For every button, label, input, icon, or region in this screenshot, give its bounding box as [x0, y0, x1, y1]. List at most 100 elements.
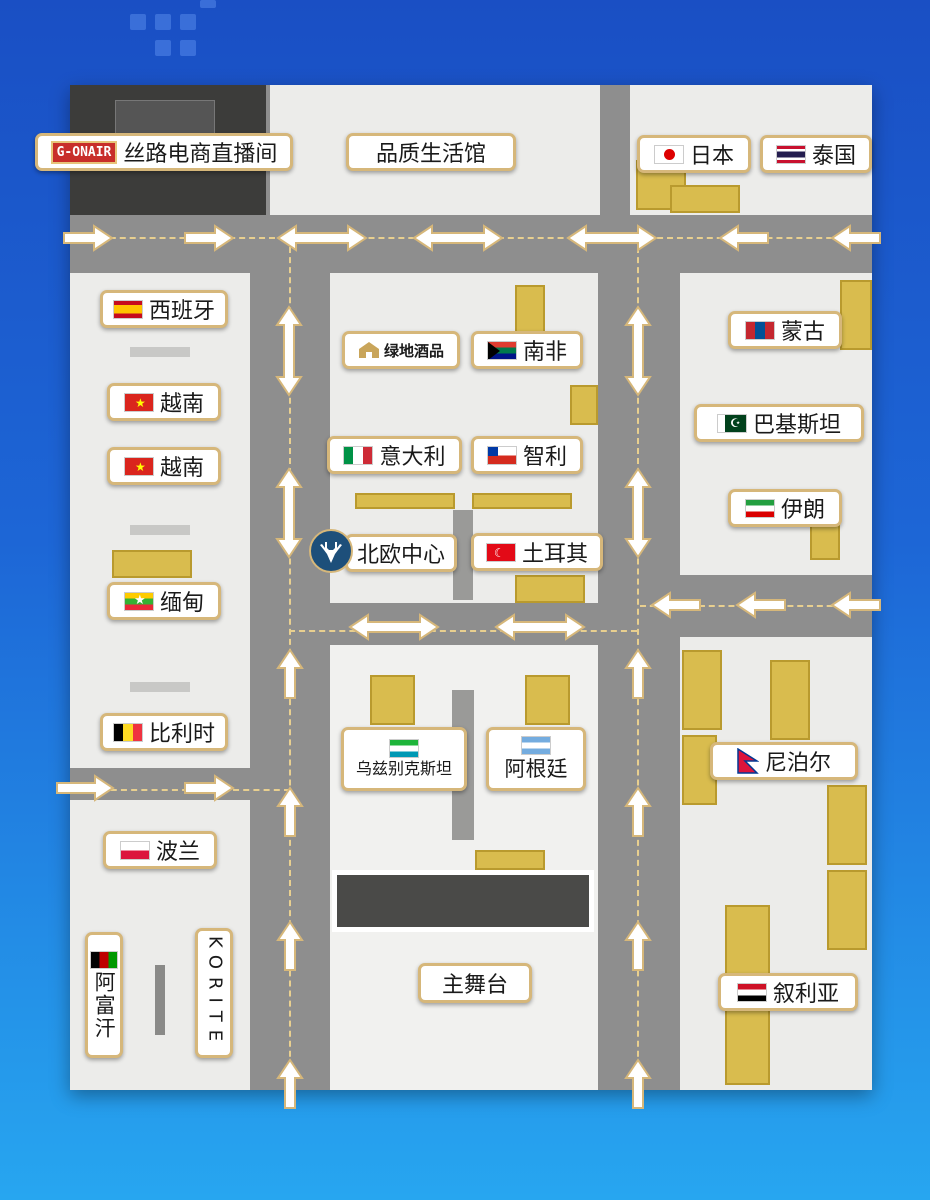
- label-text: 越南: [159, 456, 204, 481]
- label-japan[interactable]: 日本: [637, 135, 751, 173]
- label-afghanistan[interactable]: 阿富汗: [85, 932, 123, 1058]
- label-mongolia[interactable]: 蒙古: [728, 311, 842, 349]
- nepal-flag-icon: [737, 748, 759, 774]
- label-text: 阿富汗: [92, 970, 117, 1040]
- label-vietnam-1[interactable]: ★ 越南: [107, 383, 221, 421]
- bar: [130, 347, 190, 357]
- label-text: 意大利: [379, 445, 446, 470]
- house-logo-icon: [358, 342, 379, 358]
- label-lvdi-wine[interactable]: 绿地酒品: [342, 331, 460, 369]
- bar: [130, 525, 190, 535]
- deer-logo-icon: [309, 529, 353, 573]
- direction-arrow-icon: [348, 613, 440, 641]
- label-text: 主舞台: [441, 973, 508, 998]
- booth: [515, 575, 585, 603]
- label-poland[interactable]: 波兰: [103, 831, 217, 869]
- thailand-flag-icon: [775, 144, 806, 164]
- italy-flag-icon: [343, 445, 374, 465]
- label-south-africa[interactable]: 南非: [471, 331, 583, 369]
- label-text: 土耳其: [521, 542, 588, 567]
- booth: [525, 675, 570, 725]
- label-main-stage[interactable]: 主舞台: [418, 963, 532, 1003]
- south-africa-flag-icon: [486, 340, 517, 360]
- booth: [515, 285, 545, 335]
- spain-flag-icon: [112, 299, 143, 319]
- pillar: [453, 510, 473, 600]
- bar: [130, 682, 190, 692]
- label-text: 日本: [689, 144, 734, 169]
- turkey-flag-icon: ☾: [485, 542, 516, 562]
- label-korite[interactable]: KORITE: [195, 928, 233, 1058]
- label-text: 南非: [522, 340, 567, 365]
- label-turkey[interactable]: ☾ 土耳其: [471, 533, 603, 571]
- booth: [840, 280, 872, 350]
- direction-arrow-icon: [566, 224, 658, 252]
- label-belgium[interactable]: 比利时: [100, 713, 228, 751]
- label-argentina[interactable]: 阿根廷: [486, 727, 586, 791]
- decor-square: [180, 14, 196, 30]
- direction-arrow-icon: [830, 224, 882, 252]
- decor-square: [180, 40, 196, 56]
- label-text: 西班牙: [148, 299, 215, 324]
- decor-square: [130, 14, 146, 30]
- syria-flag-icon: [736, 982, 767, 1002]
- direction-arrow-icon: [275, 305, 303, 397]
- direction-arrow-icon: [55, 774, 115, 802]
- booth: [475, 850, 545, 870]
- label-italy[interactable]: 意大利: [327, 436, 462, 474]
- lane-marking: [289, 630, 637, 632]
- label-text: 乌兹别克斯坦: [355, 759, 452, 779]
- direction-arrow-icon: [624, 648, 652, 700]
- uzbekistan-flag-icon: [389, 739, 419, 759]
- label-text: 智利: [522, 445, 567, 470]
- label-text: 品质生活馆: [375, 142, 486, 167]
- direction-arrow-icon: [735, 591, 787, 619]
- stage-screen: [332, 870, 594, 932]
- direction-arrow-icon: [276, 648, 304, 700]
- label-pakistan[interactable]: ☪ 巴基斯坦: [694, 404, 864, 442]
- booth: [827, 785, 867, 865]
- direction-arrow-icon: [624, 1058, 652, 1110]
- poland-flag-icon: [119, 840, 150, 860]
- label-vietnam-2[interactable]: ★ 越南: [107, 447, 221, 485]
- belgium-flag-icon: [112, 722, 143, 742]
- direction-arrow-icon: [276, 224, 368, 252]
- direction-arrow-icon: [62, 224, 114, 252]
- direction-arrow-icon: [624, 786, 652, 838]
- label-silk-road-live[interactable]: G-ONAIR 丝路电商直播间: [35, 133, 293, 171]
- label-thailand[interactable]: 泰国: [760, 135, 872, 173]
- label-uzbekistan[interactable]: 乌兹别克斯坦: [341, 727, 467, 791]
- direction-arrow-icon: [276, 920, 304, 972]
- japan-flag-icon: [653, 144, 684, 164]
- decor-square: [155, 14, 171, 30]
- direction-arrow-icon: [494, 613, 586, 641]
- booth: [670, 185, 740, 213]
- label-chile[interactable]: 智利: [471, 436, 583, 474]
- booth: [570, 385, 598, 425]
- direction-arrow-icon: [412, 224, 504, 252]
- direction-arrow-icon: [624, 305, 652, 397]
- afghanistan-flag-icon: [90, 950, 118, 969]
- label-syria[interactable]: 叙利亚: [718, 973, 858, 1011]
- vietnam-flag-icon: ★: [123, 392, 154, 412]
- direction-arrow-icon: [624, 920, 652, 972]
- label-text: 缅甸: [159, 591, 204, 616]
- pakistan-flag-icon: ☪: [716, 413, 747, 433]
- direction-arrow-icon: [718, 224, 770, 252]
- label-nordic-center[interactable]: 北欧中心: [345, 534, 457, 572]
- direction-arrow-icon: [276, 786, 304, 838]
- booth: [355, 493, 455, 509]
- label-text: 阿根廷: [504, 757, 568, 782]
- label-text: 丝路电商直播间: [123, 142, 278, 167]
- label-myanmar[interactable]: ★ 缅甸: [107, 582, 221, 620]
- label-iran[interactable]: 伊朗: [728, 489, 842, 527]
- label-quality-life[interactable]: 品质生活馆: [346, 133, 516, 171]
- direction-arrow-icon: [276, 1058, 304, 1110]
- booth: [770, 660, 810, 740]
- mongolia-flag-icon: [744, 320, 775, 340]
- label-spain[interactable]: 西班牙: [100, 290, 228, 328]
- booth: [682, 650, 722, 730]
- pillar: [155, 965, 165, 1035]
- direction-arrow-icon: [183, 224, 235, 252]
- label-nepal[interactable]: 尼泊尔: [710, 742, 858, 780]
